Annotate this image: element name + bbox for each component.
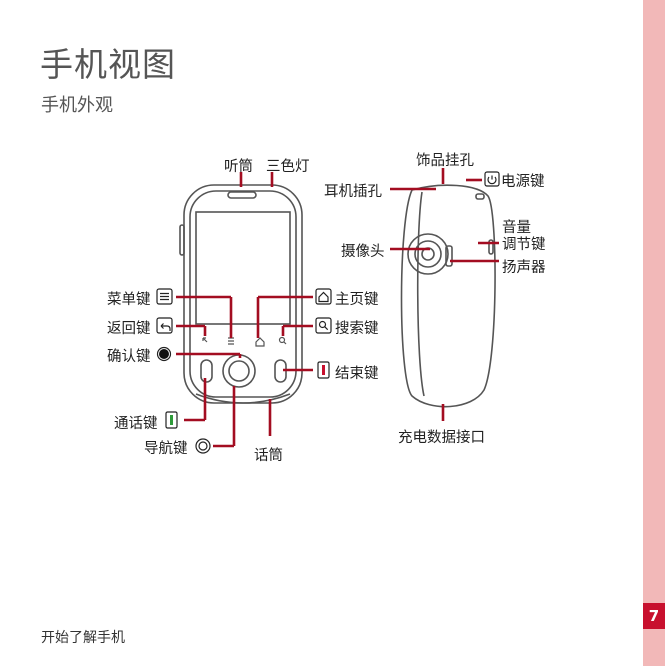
indicator-label: 三色灯	[266, 159, 310, 175]
home-icon	[315, 288, 332, 305]
back-key-label: 返回键	[107, 321, 151, 337]
microphone-label: 话筒	[254, 448, 283, 464]
screen	[195, 211, 291, 325]
call-key-icon	[165, 411, 178, 429]
earpiece-slot	[227, 191, 257, 199]
search-icon	[315, 317, 332, 334]
volume-key-label: 音量 调节键	[502, 220, 546, 253]
nav-key-label: 导航键	[144, 441, 188, 457]
page-title: 手机视图	[40, 45, 176, 84]
headset-jack-label: 耳机插孔	[324, 184, 382, 200]
side-bar	[643, 0, 665, 666]
phone-back	[400, 184, 496, 408]
strap-hole-label: 饰品挂孔	[416, 153, 474, 169]
speaker-label: 扬声器	[502, 260, 546, 276]
power-key-label: 电源键	[501, 174, 545, 190]
confirm-icon	[156, 346, 172, 362]
leader-lines	[176, 168, 499, 448]
nav-key-icon	[195, 438, 211, 454]
call-key-label: 通话键	[114, 416, 158, 432]
earpiece-label: 听筒	[224, 159, 253, 175]
page-subtitle: 手机外观	[41, 95, 113, 116]
search-key-label: 搜索键	[335, 321, 379, 337]
menu-key-label: 菜单键	[107, 292, 151, 308]
camera-label: 摄像头	[341, 244, 385, 260]
menu-icon	[156, 288, 173, 305]
end-key-icon	[317, 361, 330, 379]
back-icon	[156, 317, 173, 334]
footer-text: 开始了解手机	[41, 630, 125, 646]
confirm-key-label: 确认键	[107, 349, 151, 365]
end-key-label: 结束键	[335, 366, 379, 382]
phone-front	[179, 184, 303, 404]
power-icon	[484, 171, 500, 187]
page-number: 7	[643, 603, 665, 629]
charge-port-label: 充电数据接口	[398, 430, 485, 446]
home-key-label: 主页键	[335, 292, 379, 308]
